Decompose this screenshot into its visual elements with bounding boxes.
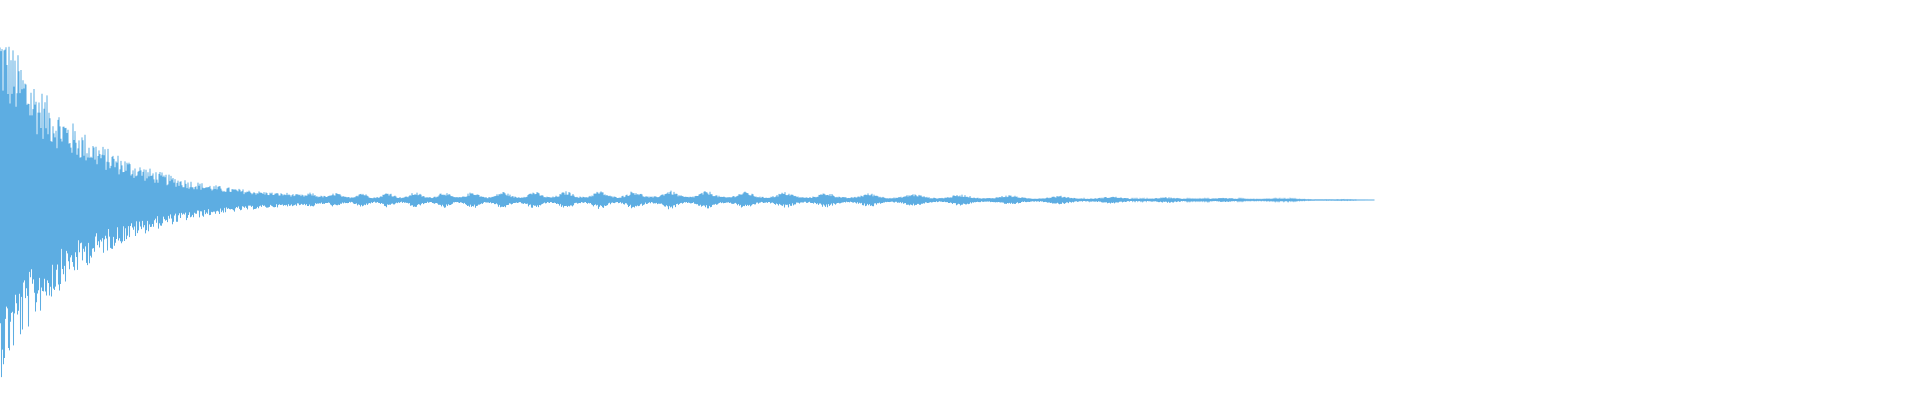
waveform-trace [0, 46, 1375, 378]
